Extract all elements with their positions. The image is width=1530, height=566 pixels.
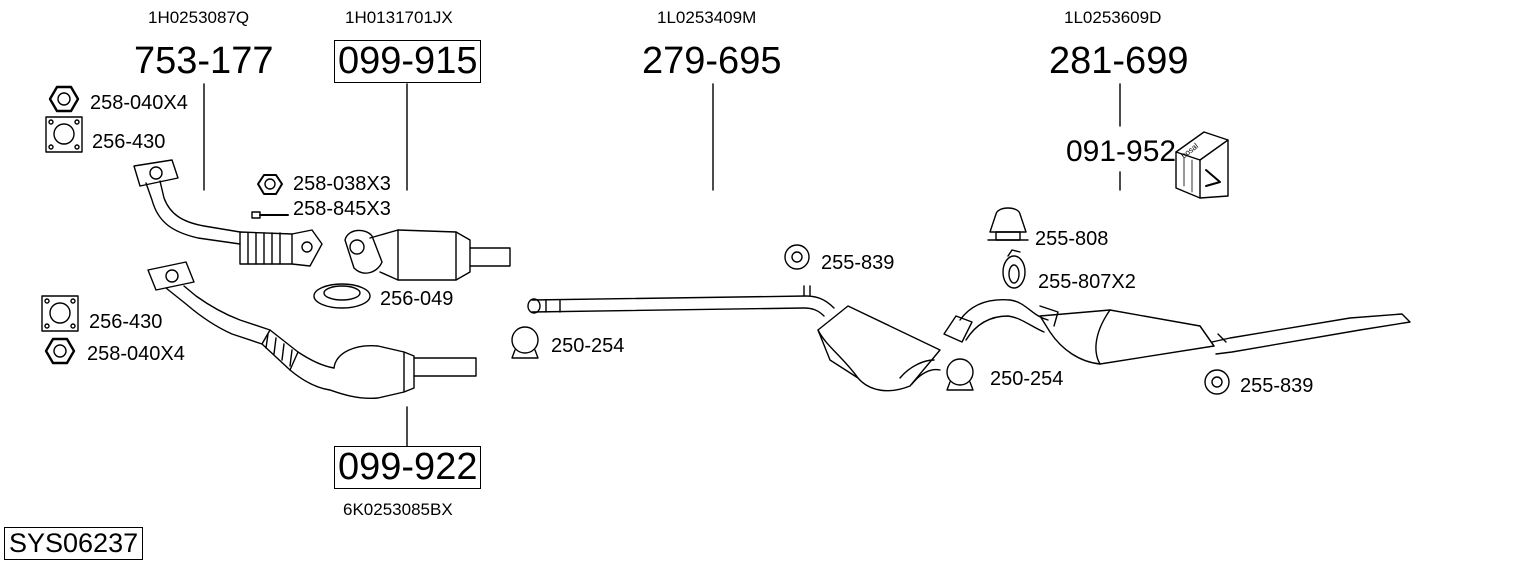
hex-nut-icon <box>48 85 80 113</box>
rubber-buffer-icon <box>987 207 1029 241</box>
centre-silencer-279-695 <box>527 285 941 392</box>
accessory-kit-box-icon <box>1175 131 1229 199</box>
part-number: 281-699 <box>1049 40 1189 82</box>
catalytic-converter-099-915 <box>344 229 511 281</box>
fitting-label: 256-430 <box>89 311 163 333</box>
pipe-clamp-icon <box>511 326 539 359</box>
fitting-label: 258-040X4 <box>87 343 185 365</box>
front-pipe-753-177 <box>133 159 323 267</box>
system-id: SYS06237 <box>4 527 144 560</box>
fitting-label: 258-038X3 <box>293 173 391 195</box>
fitting-label: 255-807X2 <box>1038 271 1136 293</box>
fitting-label: 255-839 <box>1240 375 1314 397</box>
oem-number: 1H0131701JX <box>345 8 453 27</box>
exhaust-hanger-icon <box>1002 249 1026 289</box>
fitting-label: 250-254 <box>551 335 625 357</box>
oem-number: 1H0253087Q <box>148 8 250 27</box>
accessory-kit-number: 091-952 <box>1066 135 1177 168</box>
fitting-label: 250-254 <box>990 368 1064 390</box>
gasket-icon <box>41 295 79 332</box>
oem-number: 1L0253409M <box>657 8 757 27</box>
cone-gasket-icon <box>313 283 371 309</box>
rear-silencer-281-699 <box>943 299 1411 365</box>
fitting-label: 258-845X3 <box>293 198 391 220</box>
rubber-mount-icon <box>784 244 810 270</box>
flange-nut-icon <box>257 174 283 195</box>
fitting-label: 258-040X4 <box>90 92 188 114</box>
part-number: 279-695 <box>642 40 782 82</box>
pipe-clamp-icon <box>946 358 974 391</box>
part-number-boxed: 099-922 <box>334 446 482 489</box>
bolt-icon <box>251 211 289 219</box>
part-number: 753-177 <box>134 40 274 82</box>
rubber-mount-icon <box>1204 369 1230 395</box>
oem-number: 6K0253085BX <box>343 500 453 519</box>
fitting-label: 256-049 <box>380 288 454 310</box>
fitting-label: 255-839 <box>821 252 895 274</box>
oem-number: 1L0253609D <box>1064 8 1162 27</box>
part-number-boxed: 099-915 <box>334 40 482 83</box>
fitting-label: 256-430 <box>92 131 166 153</box>
hex-nut-icon <box>44 337 76 365</box>
fitting-label: 255-808 <box>1035 228 1109 250</box>
catalytic-converter-099-922 <box>147 261 477 400</box>
gasket-icon <box>45 116 83 153</box>
